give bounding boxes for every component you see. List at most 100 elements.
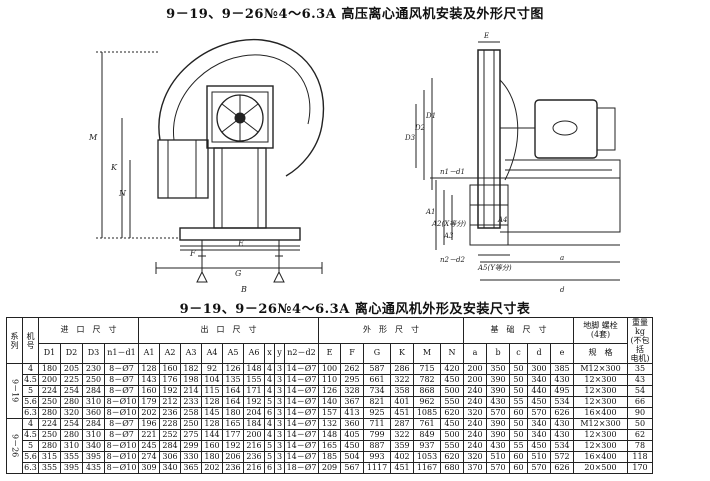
table-cell: 534 bbox=[550, 396, 574, 408]
table-cell: 100 bbox=[318, 363, 341, 375]
table-cell: 50 bbox=[627, 418, 653, 430]
col-b: b bbox=[486, 342, 510, 365]
table-cell: 14－Ø7 bbox=[284, 440, 319, 452]
table-cell: 6.3 bbox=[22, 407, 39, 419]
table-cell: 5 bbox=[22, 385, 39, 397]
table-cell: 3 bbox=[274, 374, 285, 386]
table-cell: 440 bbox=[527, 385, 551, 397]
group-outlet: 出 口 尺 寸 bbox=[138, 317, 319, 344]
table-cell: 413 bbox=[340, 407, 364, 419]
svg-text:B: B bbox=[240, 285, 247, 294]
table-cell: 126 bbox=[222, 363, 244, 375]
table-cell: 148 bbox=[318, 429, 341, 441]
table-cell: 202 bbox=[201, 462, 223, 474]
table-cell: 937 bbox=[413, 440, 441, 452]
col-a2: A2 bbox=[159, 342, 181, 365]
table-cell: 126 bbox=[318, 385, 341, 397]
table-cell: 148 bbox=[243, 363, 265, 375]
table-cell: 165 bbox=[318, 440, 341, 452]
table-cell: 14－Ø7 bbox=[284, 451, 319, 463]
table-cell: 240 bbox=[463, 440, 487, 452]
table-cell: 198 bbox=[180, 374, 202, 386]
table-cell: 128 bbox=[138, 363, 160, 375]
table-cell: 340 bbox=[527, 374, 551, 386]
table-cell: 252 bbox=[159, 429, 181, 441]
table-cell: 8－Ø10 bbox=[104, 407, 139, 419]
table-cell: 165 bbox=[222, 418, 244, 430]
table-cell: 14－Ø7 bbox=[284, 407, 319, 419]
table-cell: 43 bbox=[627, 374, 653, 386]
table-cell: 295 bbox=[340, 374, 364, 386]
table-cell: 182 bbox=[180, 363, 202, 375]
table-cell: 50 bbox=[509, 418, 528, 430]
table-cell: 212 bbox=[159, 396, 181, 408]
table-cell: 144 bbox=[201, 429, 223, 441]
table-cell: 192 bbox=[222, 440, 244, 452]
table-cell: 320 bbox=[60, 407, 83, 419]
col-n2-d2: n2－d2 bbox=[284, 342, 319, 365]
table-cell: 451 bbox=[390, 462, 414, 474]
table-cell: 430 bbox=[486, 440, 510, 452]
table-cell: 8－Ø7 bbox=[104, 374, 139, 386]
table-cell: 164 bbox=[222, 396, 244, 408]
table-cell: 179 bbox=[138, 396, 160, 408]
table-cell: 230 bbox=[82, 363, 105, 375]
table-cell: 185 bbox=[318, 451, 341, 463]
table-cell: 157 bbox=[318, 407, 341, 419]
col-fan-no: 机号 bbox=[22, 317, 39, 364]
table-cell: 5 bbox=[22, 440, 39, 452]
main-title: 9－19、9－26№4～6.3A 高压离心通风机安装及外形尺寸图 bbox=[166, 7, 544, 22]
table-cell: 12×300 bbox=[573, 385, 628, 397]
group-bolt: 地脚 螺栓(4套) bbox=[573, 317, 628, 344]
table-cell: 550 bbox=[440, 396, 464, 408]
table-cell: 50 bbox=[509, 363, 528, 375]
col-e-base: e bbox=[550, 342, 574, 365]
table-cell: 450 bbox=[527, 440, 551, 452]
series-cell: 9－26 bbox=[6, 418, 23, 474]
table-cell: 430 bbox=[486, 396, 510, 408]
table-cell: 925 bbox=[363, 407, 391, 419]
table-cell: 680 bbox=[440, 462, 464, 474]
col-m: M bbox=[413, 342, 441, 365]
table-cell: 216 bbox=[243, 462, 265, 474]
table-cell: 12×300 bbox=[573, 429, 628, 441]
table-cell: 184 bbox=[243, 418, 265, 430]
table-cell: 180 bbox=[222, 407, 244, 419]
table-cell: 355 bbox=[38, 462, 61, 474]
table-cell: 12×300 bbox=[573, 374, 628, 386]
table-cell: 4 bbox=[264, 385, 275, 397]
table-cell: 180 bbox=[201, 451, 223, 463]
table-cell: 250 bbox=[180, 418, 202, 430]
svg-text:A3: A3 bbox=[443, 232, 454, 240]
col-e: E bbox=[318, 342, 341, 365]
table-cell: 221 bbox=[138, 429, 160, 441]
table-cell: 821 bbox=[363, 396, 391, 408]
table-cell: 3 bbox=[274, 407, 285, 419]
side-view bbox=[415, 41, 621, 281]
table-cell: 799 bbox=[363, 429, 391, 441]
table-cell: 12×300 bbox=[573, 440, 628, 452]
table-cell: 5 bbox=[264, 396, 275, 408]
table-cell: 385 bbox=[550, 363, 574, 375]
table-cell: 155 bbox=[243, 374, 265, 386]
table-cell: 300 bbox=[527, 363, 551, 375]
table-cell: 570 bbox=[486, 462, 510, 474]
table-cell: 4.5 bbox=[22, 374, 39, 386]
table-cell: 225 bbox=[60, 374, 83, 386]
table-cell: 236 bbox=[222, 462, 244, 474]
table-cell: 170 bbox=[627, 462, 653, 474]
volute-casing bbox=[158, 38, 325, 177]
table-cell: 450 bbox=[340, 440, 364, 452]
col-a6: A6 bbox=[243, 342, 265, 365]
table-cell: 8－Ø7 bbox=[104, 363, 139, 375]
table-cell: 60 bbox=[509, 407, 528, 419]
table-cell: 734 bbox=[363, 385, 391, 397]
table-cell: 390 bbox=[486, 418, 510, 430]
